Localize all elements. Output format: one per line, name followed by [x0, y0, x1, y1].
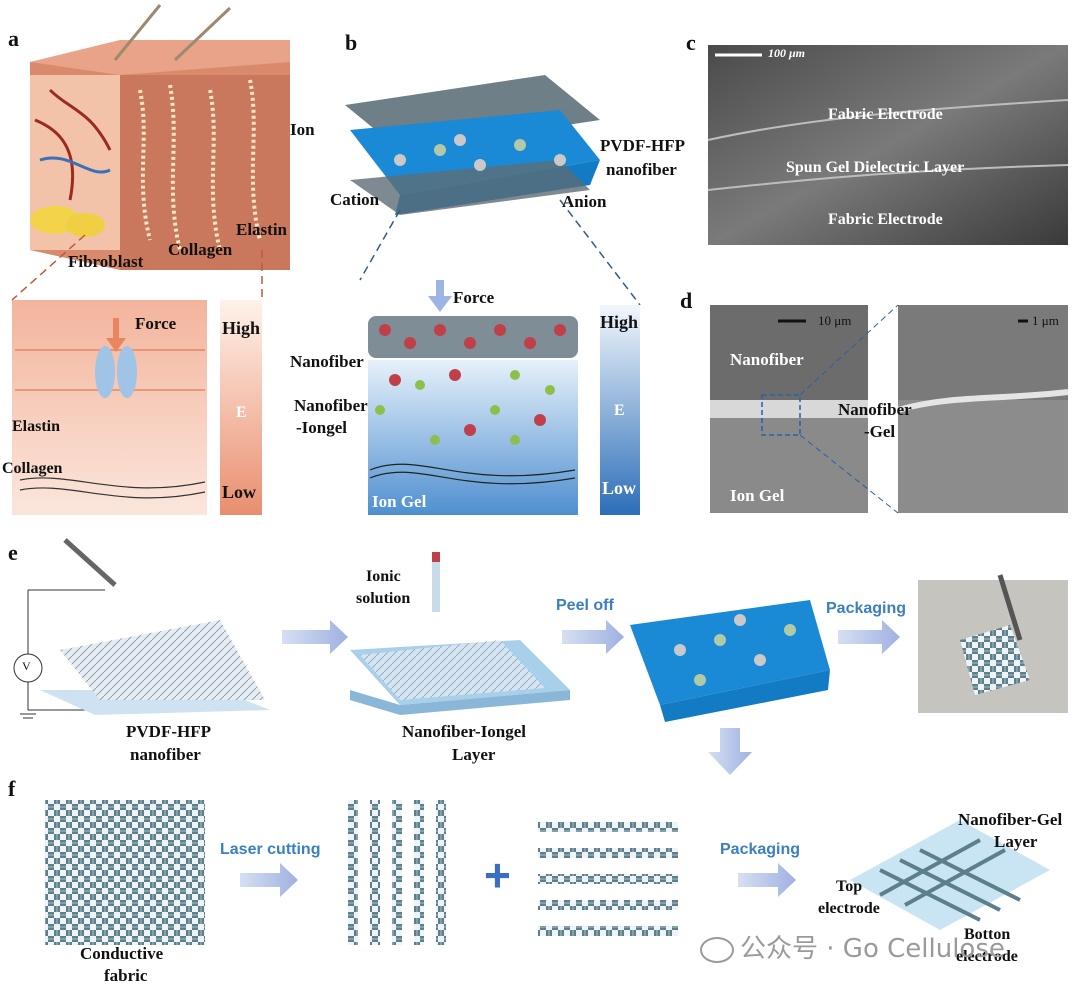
label-top-1: Top — [836, 878, 863, 895]
label-high-b: High — [600, 312, 639, 332]
label-force-a: Force — [135, 314, 177, 333]
label-ion-gel-d: Ion Gel — [730, 486, 785, 505]
label-collagen-membrane: Collagen — [2, 460, 63, 477]
vertical-electrodes — [348, 800, 446, 945]
label-packaging-f: Packaging — [720, 841, 801, 858]
label-low-a: Low — [222, 482, 257, 502]
label-bot-2: electrode — [956, 948, 1018, 965]
label-fabric-2: fabric — [104, 966, 148, 985]
ion-channel-right — [117, 346, 137, 398]
label-packaging-e: Packaging — [826, 600, 907, 617]
label-fabric-electrode-top: Fabric Electrode — [828, 106, 943, 123]
label-nanofiber-b: nanofiber — [606, 160, 677, 179]
plus-sign: + — [484, 849, 511, 901]
label-nanofiber-d: Nanofiber — [730, 350, 804, 369]
iongel-block-3d — [345, 75, 600, 215]
panel-label-a: a — [8, 26, 19, 51]
label-nanofiber-layer: Nanofiber — [290, 352, 364, 371]
membrane-illustration — [12, 300, 207, 515]
iongel-casting — [350, 552, 570, 715]
label-ion: Ion — [290, 120, 315, 139]
skin-illustration — [30, 4, 290, 270]
label-peel-off: Peel off — [556, 597, 614, 614]
label-layer-e-1: Nanofiber-Iongel — [402, 722, 527, 741]
panel-label-c: c — [686, 30, 696, 55]
cation-markers — [379, 324, 566, 436]
label-gel-layer-1: Nanofiber-Gel — [958, 810, 1063, 829]
label-collagen: Collagen — [168, 240, 233, 259]
electrospinning-setup — [13, 538, 270, 719]
label-layer-e-2: Layer — [452, 745, 496, 764]
panel-label-d: d — [680, 288, 693, 313]
label-fibroblast: Fibroblast — [68, 252, 144, 271]
label-top-2: electrode — [818, 900, 880, 917]
panel-label-b: b — [345, 30, 358, 55]
label-low-b: Low — [602, 478, 637, 498]
label-gel-layer-2: Layer — [994, 832, 1038, 851]
label-fabric-electrode-bottom: Fabric Electrode — [828, 211, 943, 228]
energy-bar-b — [600, 305, 640, 515]
label-e-b: E — [614, 402, 625, 419]
ion-channel-left — [95, 346, 115, 398]
nanofiber-layer — [368, 316, 578, 358]
peeled-iongel-layer — [630, 600, 830, 722]
label-high-a: High — [222, 318, 261, 338]
watermark-text: 公众号 · Go Cellulose — [740, 934, 1005, 964]
conductive-fabric — [45, 800, 205, 945]
label-nanofiber-gel-1: Nanofiber — [838, 400, 912, 419]
label-dielectric-layer: Spun Gel Dielectric Layer — [786, 159, 965, 176]
label-ionic-1: Ionic — [366, 568, 401, 585]
label-cation: Cation — [330, 190, 380, 209]
label-elastin: Elastin — [236, 220, 288, 239]
panel-label-e: e — [8, 540, 18, 565]
label-elastin-membrane: Elastin — [12, 418, 61, 435]
horizontal-electrodes — [538, 822, 678, 936]
anion-markers — [375, 370, 555, 445]
label-nanofiber-iongel-1: Nanofiber — [294, 396, 368, 415]
label-pvdf-b: PVDF-HFP — [600, 136, 685, 155]
label-voltmeter: V — [22, 659, 31, 673]
wechat-icon — [700, 936, 734, 963]
label-force-b: Force — [453, 288, 495, 307]
label-scale-c: 100 μm — [768, 46, 806, 60]
iongel-box — [368, 360, 578, 515]
label-ionic-2: solution — [356, 590, 411, 607]
sem-cross-section — [708, 45, 1068, 245]
label-scale-d-right: 1 μm — [1032, 313, 1059, 328]
label-scale-d-left: 10 μm — [818, 313, 852, 328]
packaged-sensor-array — [850, 820, 1050, 930]
label-pvdf-e-1: PVDF-HFP — [126, 722, 211, 741]
label-nanofiber-iongel-2: -Iongel — [296, 418, 347, 437]
energy-bar-a — [220, 300, 262, 515]
panel-label-f: f — [8, 776, 16, 801]
label-fabric-1: Conductive — [80, 944, 164, 963]
label-e-a: E — [236, 404, 247, 421]
label-anion: Anion — [562, 192, 607, 211]
watermark: 公众号 · Go Cellulose — [700, 928, 1005, 965]
label-pvdf-e-2: nanofiber — [130, 745, 201, 764]
label-bot-1: Botton — [964, 926, 1011, 943]
label-laser-cutting: Laser cutting — [220, 841, 321, 858]
label-ion-gel-b: Ion Gel — [372, 492, 427, 511]
label-nanofiber-gel-2: -Gel — [864, 422, 896, 441]
